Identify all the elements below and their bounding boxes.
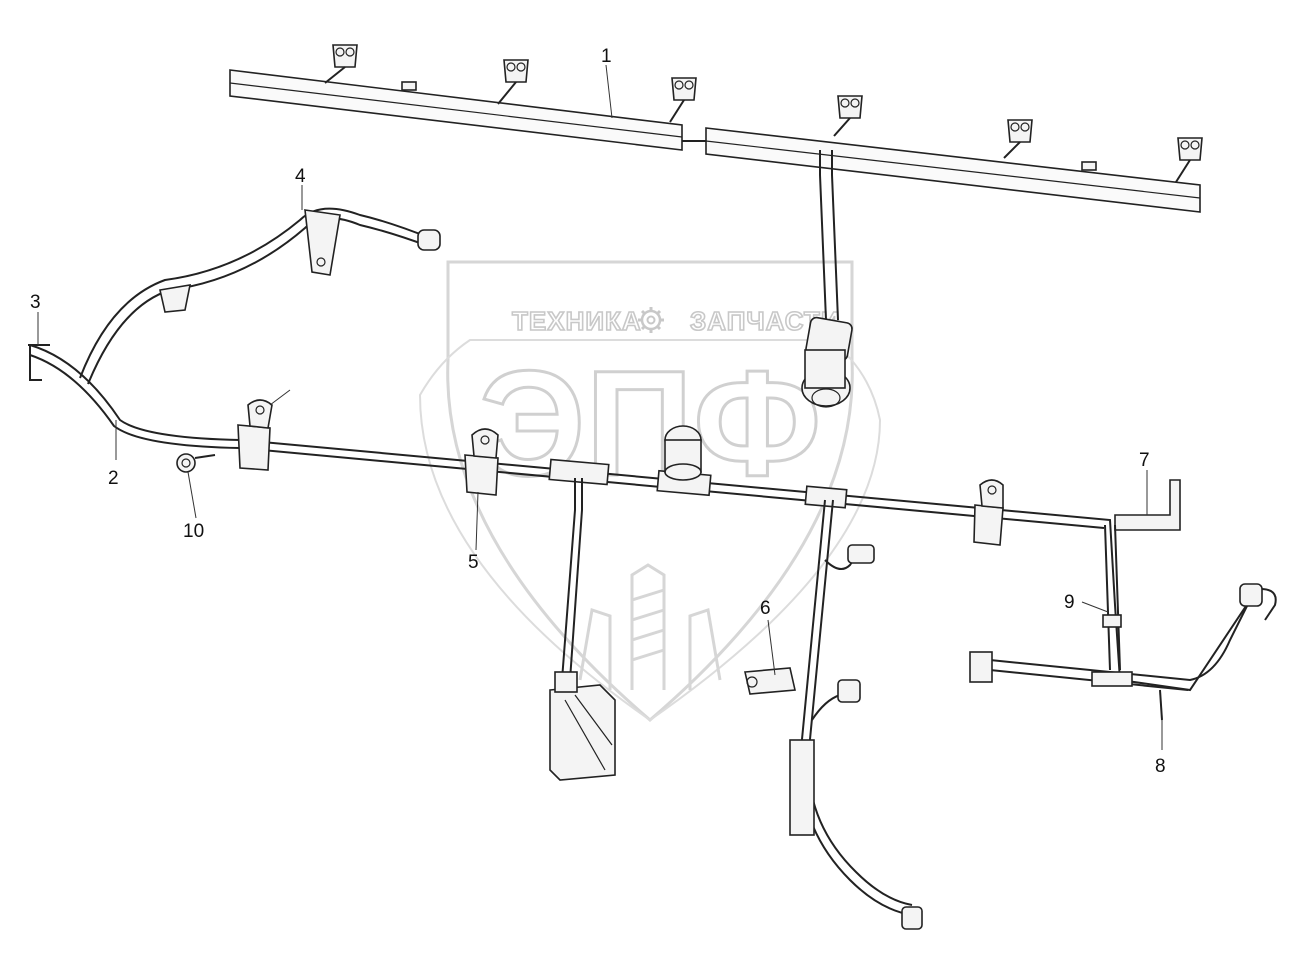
- bracket-4: [304, 209, 341, 276]
- watermark-left-word: ТЕХНИКА: [512, 306, 642, 336]
- rail-drop-cable: [819, 150, 839, 321]
- callout-9: 9: [1064, 592, 1075, 613]
- main-harness: [28, 207, 1277, 930]
- harness-clamps: [237, 399, 1004, 546]
- rail-connectors: [324, 44, 1203, 183]
- center-connector: [664, 425, 702, 481]
- round-connector: [801, 316, 853, 408]
- top-rail-assembly: [229, 44, 1203, 408]
- callout-8: 8: [1155, 756, 1166, 777]
- gear-icon: [638, 307, 664, 333]
- block-connector: [549, 671, 616, 781]
- callout-1: 1: [601, 46, 612, 67]
- callout-6: 6: [760, 598, 771, 619]
- callout-7: 7: [1139, 450, 1150, 471]
- callout-4: 4: [295, 166, 306, 187]
- watermark: ТЕХНИКА ЗАПЧАСТИ ЭПФ: [418, 260, 882, 722]
- left-drop-cable: [561, 478, 583, 681]
- bracket-6: [744, 667, 796, 695]
- callouts: 1 2 3 4 5 6 7 8 9 10: [30, 46, 1166, 777]
- callout-3: 3: [30, 292, 41, 313]
- watermark-logo: ЭПФ: [479, 339, 822, 507]
- bolt-10: [176, 453, 216, 473]
- clip-3: [28, 344, 50, 381]
- upper-branch-cable: [79, 207, 431, 379]
- callout-5: 5: [468, 552, 479, 573]
- callout-2: 2: [108, 468, 119, 489]
- leader-lines: [37, 64, 1163, 750]
- callout-10: 10: [183, 521, 204, 542]
- watermark-columns: [578, 563, 722, 690]
